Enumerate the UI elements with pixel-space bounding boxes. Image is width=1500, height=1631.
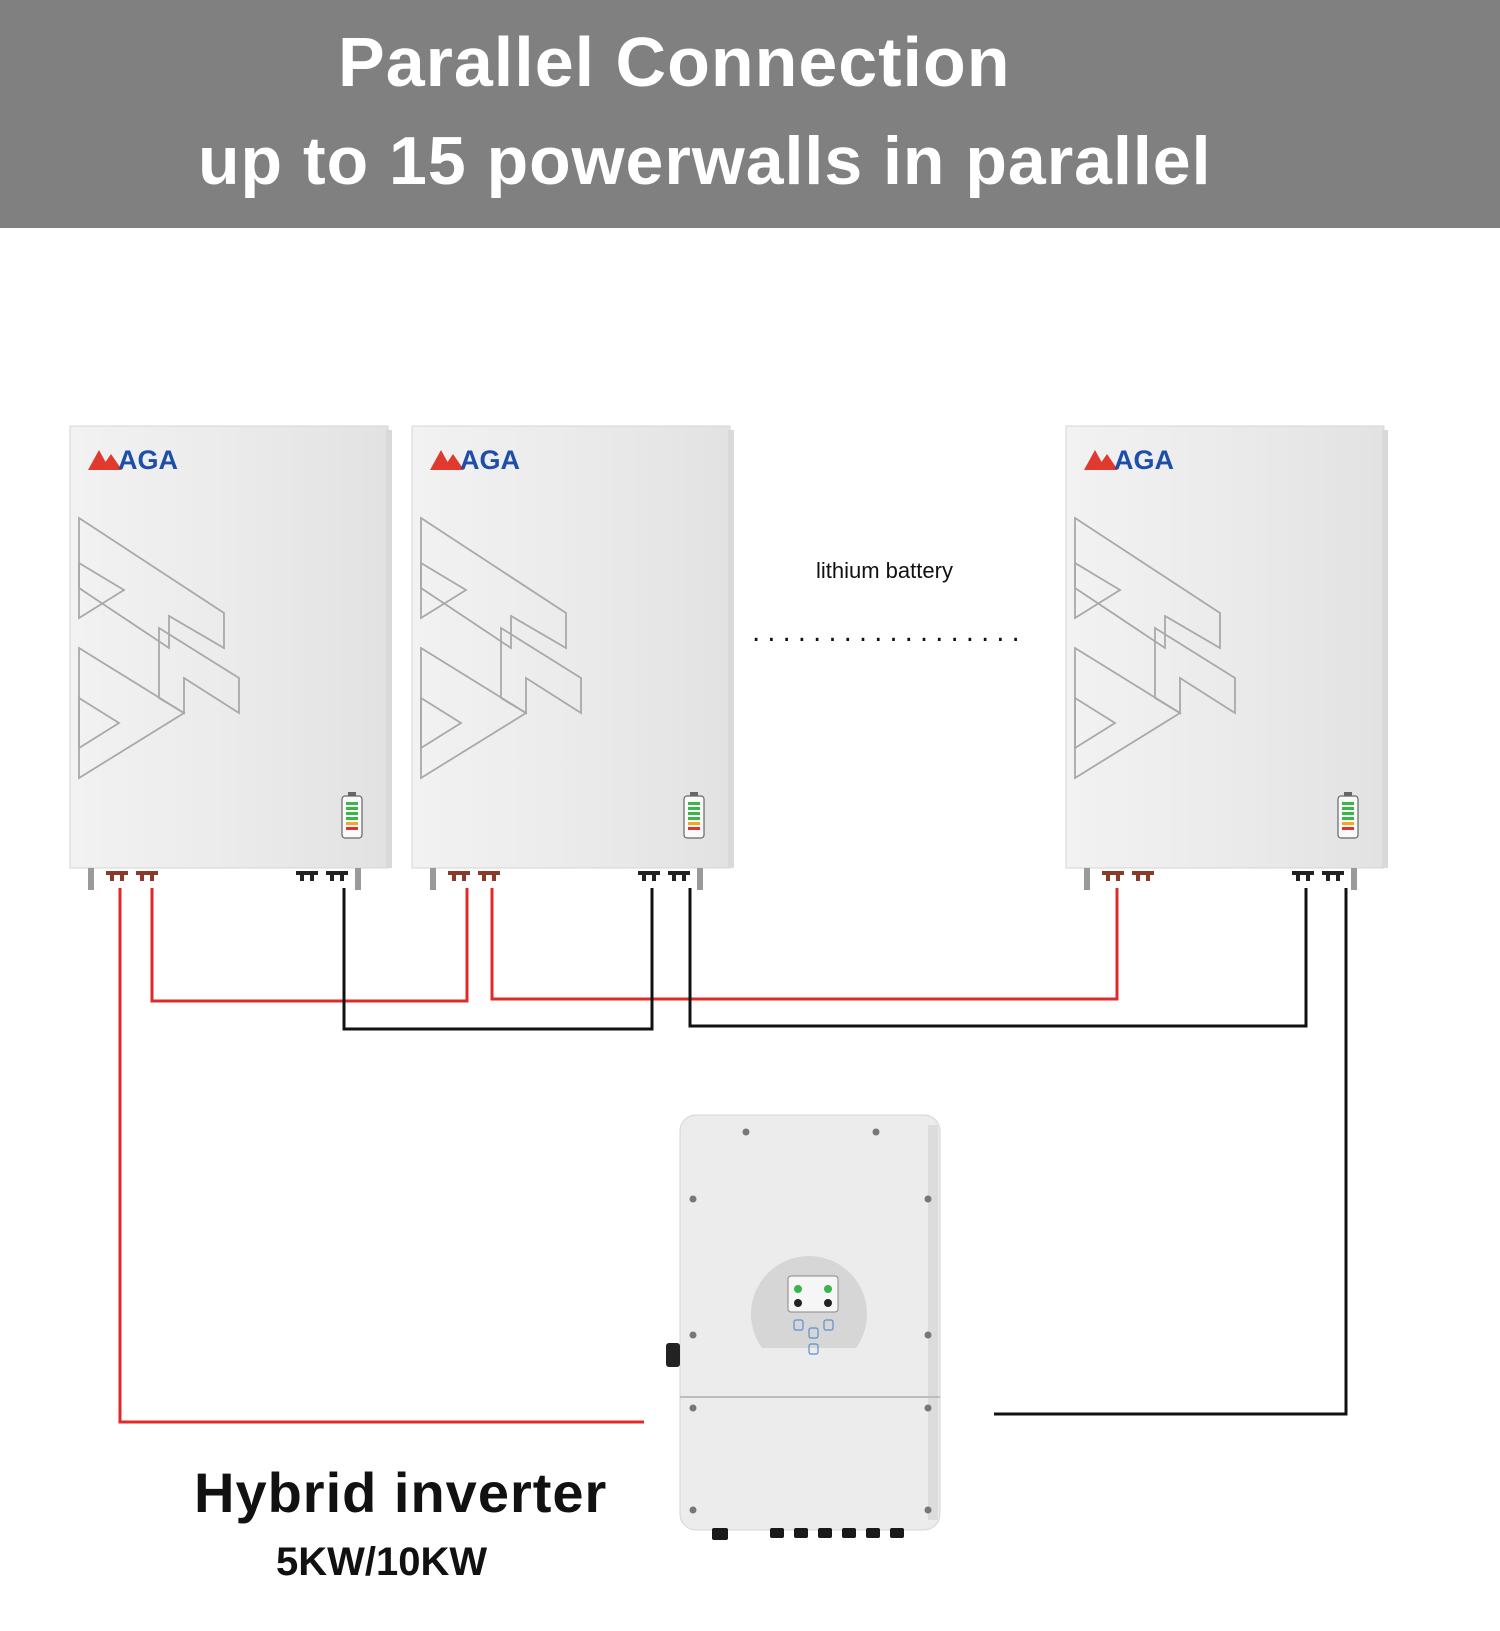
brand-text: AGA — [118, 445, 178, 475]
battery-type-label: lithium battery — [816, 558, 953, 583]
battery-brand-label-3: AGA — [1114, 445, 1174, 476]
inverter-title: Hybrid inverter — [194, 1461, 608, 1524]
continuation-ellipsis: .................. — [752, 618, 1027, 648]
hybrid-inverter — [666, 1114, 941, 1540]
page-subtitle: up to 15 powerwalls in parallel — [198, 123, 1212, 199]
inverter-rating: 5KW/10KW — [276, 1540, 488, 1584]
battery-unit-3 — [1066, 426, 1388, 890]
brand-text: AGA — [1114, 445, 1174, 475]
aga-logo-mark-1 — [88, 450, 122, 470]
positive-wires — [118, 888, 1119, 1424]
aga-logo-mark-2 — [430, 450, 464, 470]
battery-brand-label-1: AGA — [118, 445, 178, 476]
negative-wires — [342, 888, 1348, 1416]
battery-brand-label-2: AGA — [460, 445, 520, 476]
brand-text: AGA — [460, 445, 520, 475]
battery-unit-2 — [412, 426, 734, 890]
battery-unit-1 — [70, 426, 392, 890]
header-banner: Parallel Connection up to 15 powerwalls … — [0, 0, 1500, 228]
page-title: Parallel Connection — [338, 23, 1011, 101]
aga-logo-mark-3 — [1084, 450, 1118, 470]
